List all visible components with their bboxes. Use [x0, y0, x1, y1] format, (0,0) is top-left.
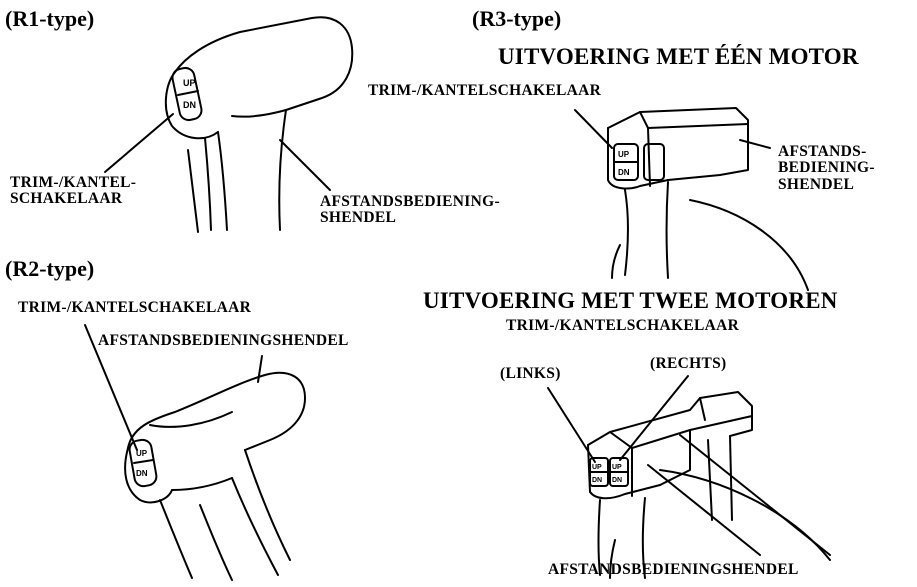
r1-switch-drawing: UP DN: [171, 66, 203, 122]
r1-dn-text: DN: [183, 100, 196, 110]
r3-twin-lever-leader-2: [679, 434, 831, 556]
r3-single-dn-text: DN: [618, 168, 630, 177]
r3-twin-left-up-text: UP: [592, 464, 602, 471]
r2-dn-text: DN: [136, 469, 148, 478]
r3-twin-lever-leader-1: [647, 464, 761, 556]
r3-heading: (R3-type): [472, 6, 562, 31]
r2-switch-drawing: UP DN: [128, 438, 158, 488]
r1-lever-label-line2: SHENDEL: [320, 209, 397, 227]
r1-switch-label-line2: SCHAKELAAR: [10, 190, 123, 208]
r3-twin-switch-label: TRIM-/KANTELSCHAKELAAR: [506, 317, 740, 334]
r2-switch-leader: [84, 324, 138, 451]
r2-lever-label: AFSTANDSBEDIENINGSHENDEL: [98, 332, 349, 349]
r3-twin-lever-label: AFSTANDSBEDIENINGSHENDEL: [548, 561, 799, 578]
r3-single-lever-leader: [739, 139, 771, 149]
r1-switch-label-line1: TRIM-/KANTEL-: [10, 174, 137, 191]
r3-twin-left-label: (LINKS): [500, 365, 561, 382]
r3-twin-right-dn-text: DN: [612, 477, 622, 484]
r3-twin-right-leader: [619, 375, 689, 461]
r2-heading: (R2-type): [5, 256, 95, 281]
r3-single-lever-label-line2: BEDIENING-: [778, 159, 875, 177]
r3-twin-right-label: (RECHTS): [650, 355, 727, 372]
r1-switch-leader: [104, 113, 174, 173]
r2-switch-label: TRIM-/KANTELSCHAKELAAR: [18, 299, 252, 316]
r3-twin-left-leader: [547, 387, 596, 463]
r1-heading: (R1-type): [5, 6, 95, 31]
r1-lever-leader: [279, 139, 331, 191]
r2-lever-leader: [257, 355, 263, 383]
r2-up-text: UP: [136, 449, 148, 458]
r3-twin-switch-drawing: UP DN UP DN: [589, 457, 629, 487]
r1-lever-label: AFSTANDSBEDIENING- SHENDEL: [320, 193, 500, 227]
r3-single-up-text: UP: [618, 150, 630, 159]
r3-single-switch-drawing: UP DN: [613, 143, 665, 181]
r3-single-lever-label: AFSTANDS- BEDIENING- SHENDEL: [778, 143, 875, 193]
r1-lever-label-line1: AFSTANDSBEDIENING-: [320, 193, 500, 210]
r3-twin-left-dn-text: DN: [592, 477, 602, 484]
r3-single-lever-label-line1: AFSTANDS-: [778, 143, 867, 160]
r3-single-switch-leader: [574, 109, 613, 149]
r3-single-lever-drawing: [607, 107, 809, 291]
r3-single-switch-label: TRIM-/KANTELSCHAKELAAR: [368, 82, 602, 99]
r1-lever-drawing: [164, 16, 354, 233]
r1-switch-label: TRIM-/KANTEL- SCHAKELAAR: [10, 174, 137, 208]
r3-single-lever-label-line3: SHENDEL: [778, 175, 855, 193]
r3-twin-title: UITVOERING MET TWEE MOTOREN: [423, 288, 838, 313]
r2-lever-drawing: [124, 371, 306, 581]
r3-twin-right-up-text: UP: [612, 464, 622, 471]
r1-up-text: UP: [183, 78, 196, 88]
r3-single-title: UITVOERING MET ÉÉN MOTOR: [498, 44, 859, 69]
